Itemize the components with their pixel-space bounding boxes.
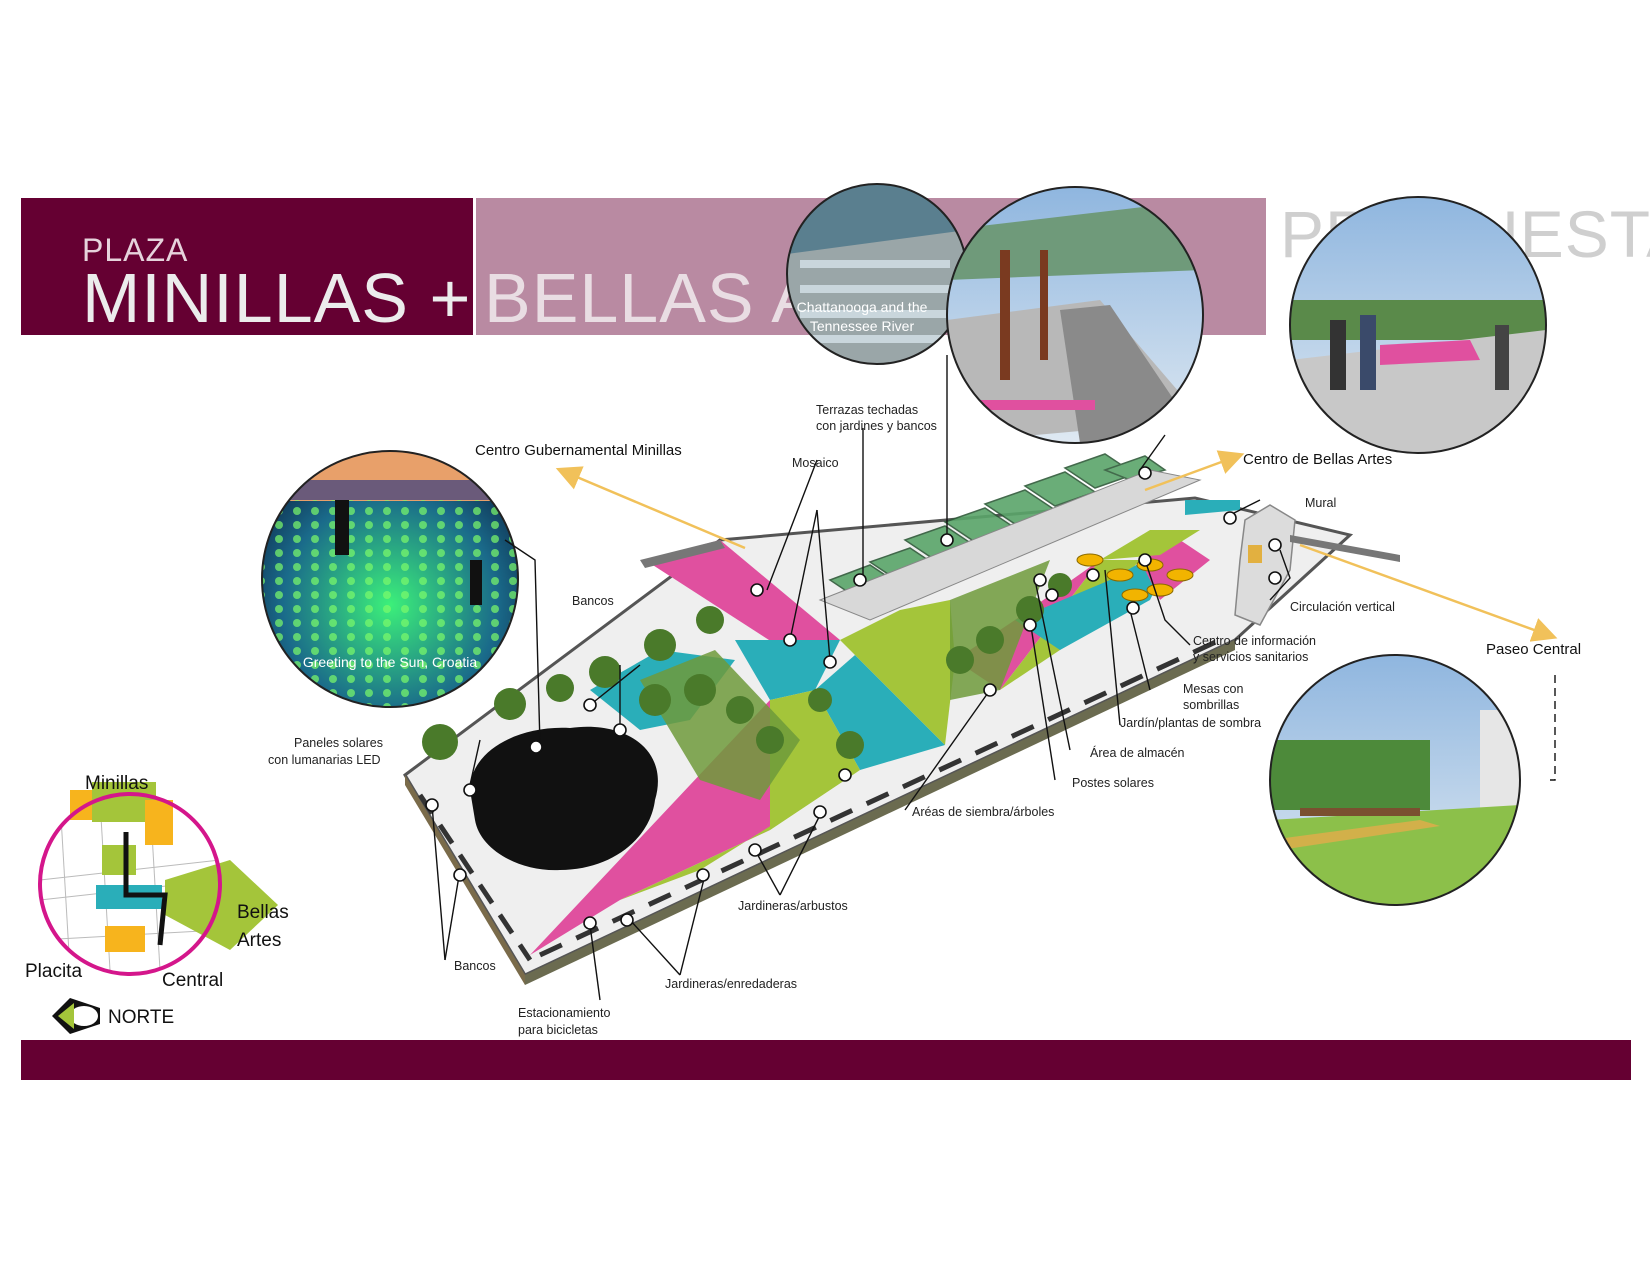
label-bellas-artes: Centro de Bellas Artes — [1243, 451, 1392, 468]
umbrella-tables — [1076, 553, 1194, 602]
title-second: BELLAS A — [484, 259, 819, 337]
label-estacionamiento-1: Estacionamiento — [518, 1006, 610, 1020]
greeting-caption: Greeting to the Sun, Croatia — [303, 654, 478, 670]
map-label-central: Central — [162, 970, 223, 991]
map-label-bellas: Bellas — [237, 902, 289, 923]
label-paseo-central: Paseo Central — [1486, 641, 1581, 658]
label-jardin: Jardín/plantas de sombra — [1120, 716, 1261, 730]
label-mosaico: Mosaico — [792, 456, 839, 470]
north-label: NORTE — [108, 1007, 174, 1028]
label-bancos-top: Bancos — [572, 594, 614, 608]
label-estacionamiento-2: para bicicletas — [518, 1023, 598, 1037]
labels: Centro Gubernamental Minillas Centro de … — [268, 403, 1581, 1037]
photo-chattanooga: Chattanooga and the Tennessee River — [786, 183, 968, 365]
label-mural: Mural — [1305, 496, 1336, 510]
label-paneles-2: con lumanarias LED — [268, 753, 381, 767]
solar-led-field — [470, 726, 658, 871]
label-almacen: Área de almacén — [1090, 745, 1185, 760]
label-gubernamental: Centro Gubernamental Minillas — [475, 442, 682, 459]
minillas-walkway — [640, 540, 725, 568]
map-label-placita: Placita — [25, 961, 82, 982]
mosaic-zones — [530, 530, 1210, 955]
covered-terraces — [828, 453, 1167, 601]
photo-paseo-central — [1269, 654, 1521, 906]
label-postes: Postes solares — [1072, 776, 1154, 790]
chattanooga-caption-1: Chattanooga and the — [797, 299, 928, 315]
label-jardineras-arbustos: Jardineras/arbustos — [738, 899, 848, 913]
label-centro-info-1: Centro de información — [1193, 634, 1316, 648]
photo-terrace-render — [946, 186, 1204, 444]
chattanooga-caption-2: Tennessee River — [810, 318, 915, 334]
vertical-circulation — [1185, 500, 1296, 626]
callout-dots — [425, 466, 1282, 930]
planting-areas — [422, 560, 1072, 800]
title-band-dark — [21, 198, 473, 335]
direction-arrows — [555, 450, 1558, 642]
label-terrazas-2: con jardines y bancos — [816, 419, 937, 433]
title-main: MINILLAS + — [82, 259, 472, 337]
paseo-walkway — [1290, 535, 1400, 562]
label-terrazas-1: Terrazas techadas — [816, 403, 918, 417]
label-bancos-bottom: Bancos — [454, 959, 496, 973]
label-centro-info-2: y servicios sanitarios — [1193, 650, 1308, 664]
north-arrow-icon: NORTE — [52, 998, 174, 1034]
bottom-band — [21, 1040, 1631, 1080]
photo-walkway-render — [1289, 196, 1547, 454]
label-mesas-2: sombrillas — [1183, 698, 1239, 712]
label-areas-siembra: Aréas de siembra/árboles — [912, 805, 1054, 819]
map-label-minillas: Minillas — [85, 773, 148, 794]
label-jardineras-enredaderas: Jardineras/enredaderas — [665, 977, 797, 991]
map-label-artes: Artes — [237, 930, 281, 951]
label-circulacion: Circulación vertical — [1290, 600, 1395, 614]
label-paneles-1: Paneles solares — [294, 736, 383, 750]
photo-greeting-sun: Greeting to the Sun, Croatia — [261, 450, 519, 708]
title-small: PLAZA — [82, 232, 189, 268]
location-minimap: Minillas Bellas Artes Placita Central — [25, 773, 289, 991]
leader-lines — [431, 355, 1556, 1001]
label-mesas-1: Mesas con — [1183, 682, 1243, 696]
